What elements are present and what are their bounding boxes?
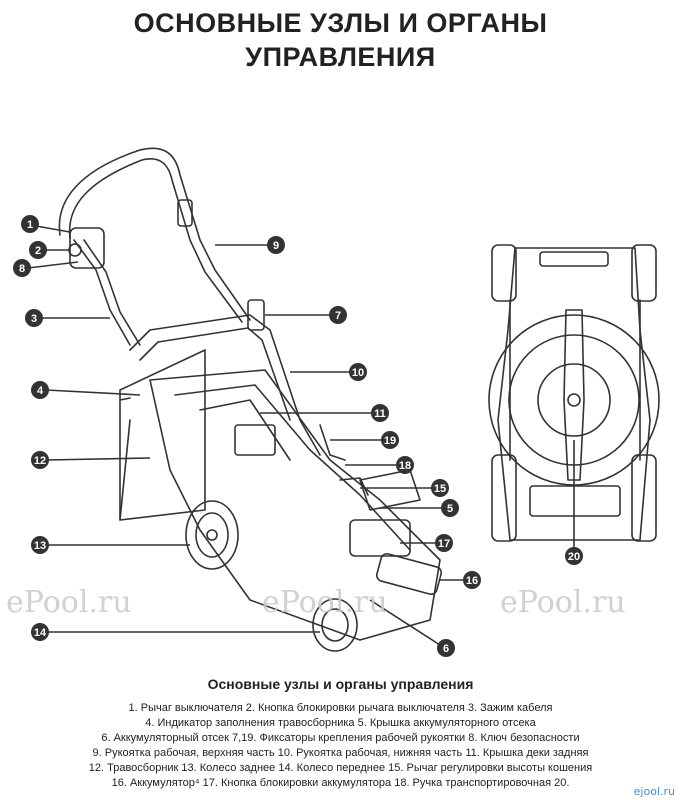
svg-text:1: 1 [27, 219, 33, 231]
grass-bag [119, 349, 206, 521]
corner-watermark: ejool.ru [633, 785, 675, 798]
callout-17: 17 [435, 534, 453, 552]
legend-title: Основные узлы и органы управления [207, 676, 474, 692]
callout-9: 9 [267, 236, 285, 254]
callout-20: 20 [565, 547, 583, 565]
legend-line-2: 4. Индикатор заполнения травосборника 5.… [145, 717, 536, 729]
callouts: 1 2 8 3 4 12 13 14 9 7 10 11 19 18 15 5 … [13, 215, 583, 657]
svg-text:10: 10 [352, 367, 364, 379]
callout-7: 7 [329, 306, 347, 324]
callout-13: 13 [31, 536, 49, 554]
callout-12: 12 [31, 451, 49, 469]
svg-text:18: 18 [399, 460, 411, 472]
svg-text:15: 15 [434, 483, 446, 495]
callout-3: 3 [25, 309, 43, 327]
watermark-right: ePool.ru [500, 585, 626, 620]
callout-15: 15 [431, 479, 449, 497]
deck-body [149, 369, 441, 641]
title-line-1: ОСНОВНЫЕ УЗЛЫ И ОРГАНЫ [133, 8, 548, 38]
callout-1: 1 [21, 215, 39, 233]
callout-11: 11 [371, 404, 389, 422]
legend-line-1: 1. Рычаг выключателя 2. Кнопка блокировк… [128, 702, 553, 714]
svg-text:6: 6 [443, 643, 449, 655]
watermark-left: ePool.ru [6, 585, 132, 620]
callout-6: 6 [437, 639, 455, 657]
front-wheel [312, 598, 358, 652]
svg-text:13: 13 [34, 540, 46, 552]
watermark-center: ePool.ru [262, 585, 388, 620]
svg-text:9: 9 [273, 240, 279, 252]
svg-text:19: 19 [384, 435, 396, 447]
svg-text:8: 8 [19, 263, 25, 275]
svg-text:5: 5 [447, 503, 453, 515]
svg-text:17: 17 [438, 538, 450, 550]
svg-text:4: 4 [37, 385, 44, 397]
battery [375, 553, 443, 595]
callout-16: 16 [463, 571, 481, 589]
svg-text:2: 2 [35, 245, 41, 257]
title-line-2: УПРАВЛЕНИЯ [245, 42, 436, 72]
svg-text:20: 20 [568, 551, 580, 563]
callout-14: 14 [31, 623, 49, 641]
callout-19: 19 [381, 431, 399, 449]
page-title: ОСНОВНЫЕ УЗЛЫ И ОРГАНЫ УПРАВЛЕНИЯ [0, 6, 681, 74]
rear-wheel [185, 500, 239, 570]
blade [563, 309, 585, 481]
svg-text:12: 12 [34, 455, 46, 467]
callout-8: 8 [13, 259, 31, 277]
callout-2: 2 [29, 241, 47, 259]
legend-line-5: 12. Травосборник 13. Колесо заднее 14. К… [88, 762, 593, 774]
callout-18: 18 [396, 456, 414, 474]
callout-5: 5 [441, 499, 459, 517]
svg-text:7: 7 [335, 310, 341, 322]
svg-text:16: 16 [466, 575, 478, 587]
handle-upper [58, 147, 251, 321]
svg-text:3: 3 [31, 313, 37, 325]
legend-line-4: 9. Рукоятка рабочая, верхняя часть 10. Р… [92, 747, 589, 759]
legend-line-3: 6. Аккумуляторный отсек 7,19. Фиксаторы … [101, 732, 580, 744]
lower-handle [129, 314, 321, 456]
legend-line-6: 16. Аккумулятор⁴ 17. Кнопка блокировки а… [111, 777, 570, 789]
svg-text:11: 11 [374, 408, 386, 420]
svg-text:14: 14 [34, 627, 47, 639]
callout-10: 10 [349, 363, 367, 381]
callout-4: 4 [31, 381, 49, 399]
